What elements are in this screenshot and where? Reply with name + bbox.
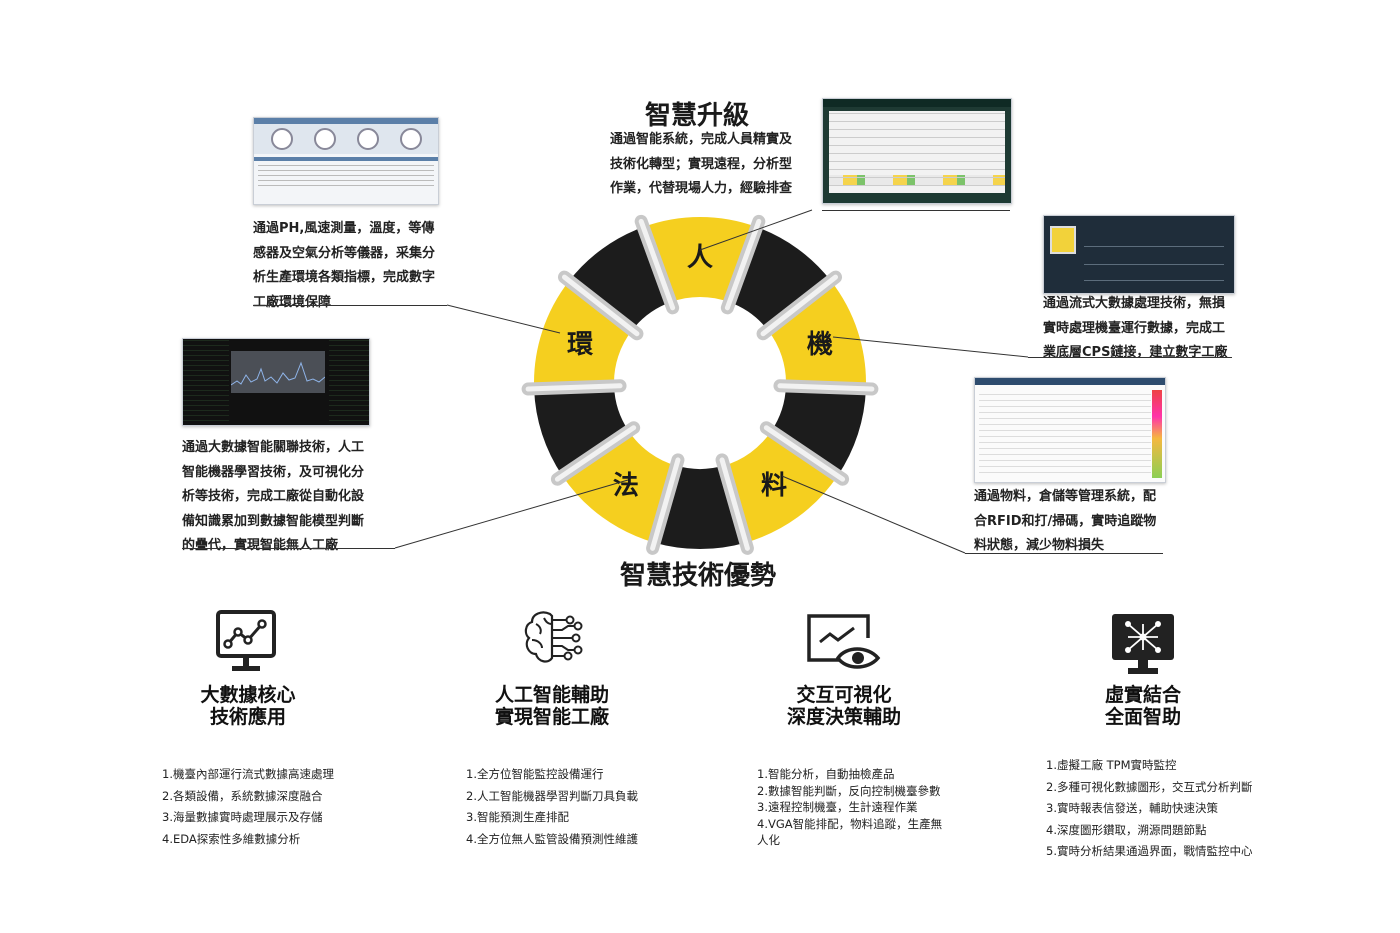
callout-fa-rule	[182, 548, 395, 549]
ring-label: 法	[613, 471, 639, 501]
callout-ji-rule	[1028, 357, 1232, 358]
ring-silver-highlight	[777, 383, 875, 392]
ring-label: 環	[567, 330, 594, 360]
callout-liao-rule	[965, 553, 1163, 554]
ring-label: 機	[807, 330, 833, 360]
ring-silver-highlight	[763, 425, 846, 482]
environment-dashboard-thumbnail	[253, 117, 439, 205]
ai-brain-icon	[524, 611, 583, 663]
chart-monitor-icon	[216, 610, 276, 671]
sparkline-icon	[230, 361, 326, 386]
ring-black-arc	[534, 386, 629, 476]
personnel-system-thumbnail	[822, 98, 1012, 204]
connector-ji	[832, 336, 1029, 358]
ring-silver-highlight	[638, 218, 676, 311]
ring-silver-highlight	[525, 383, 623, 392]
ring-black-arc	[771, 386, 866, 476]
ring-black-arc	[654, 465, 746, 549]
analytics-chart-thumbnail	[182, 338, 370, 426]
upgrade-title: 智慧升級	[645, 101, 750, 131]
callout-liao: 通過物料，倉儲等管理系統，配 合RFID和打/掃碼，實時追蹤物 料狀態，減少物料…	[974, 489, 1157, 553]
callout-huan: 通過PH,風速測量，溫度，等傳 感器及空氣分析等儀器，采集分 析生產環境各類指標…	[253, 221, 436, 310]
ring-label: 料	[761, 471, 787, 501]
ring-silver-highlight	[561, 274, 640, 337]
ring-silver-highlight	[719, 457, 750, 551]
machine-monitor-thumbnail	[1043, 215, 1235, 294]
feature-title-visual: 交互可視化深度決策輔助	[786, 684, 901, 728]
visual-eye-icon	[807, 614, 881, 669]
connector-fa	[394, 479, 629, 549]
connector-liao	[781, 475, 966, 554]
ring-silver-highlight	[554, 425, 637, 482]
ring-silver-highlight	[650, 457, 681, 551]
feature-title-ai: 人工智能輔助實現智能工廠	[494, 684, 609, 728]
material-table-thumbnail	[974, 377, 1166, 483]
connector-lines	[394, 209, 1029, 554]
advantage-title: 智慧技術優勢	[620, 561, 777, 591]
ring-yellow-segment	[643, 217, 757, 303]
callout-ji: 通過流式大數據處理技術，無損 實時處理機臺運行數據，完成工 業底層CPS鏈接，建…	[1043, 296, 1228, 360]
feature-title-bigdata: 大數據核心技術應用	[200, 684, 296, 728]
ring-black-arc	[729, 227, 831, 331]
callout-ren-rule	[822, 210, 1010, 211]
ring-silver-highlight	[724, 218, 762, 311]
callout-huan-rule	[253, 305, 447, 306]
ring-label: 人	[687, 243, 713, 273]
virtual-network-icon	[1112, 614, 1174, 674]
feature-title-virtual: 虛實結合全面智助	[1104, 684, 1181, 728]
connector-huan	[446, 304, 561, 334]
connector-ren	[699, 209, 813, 251]
ring-yellow-segment	[767, 280, 866, 389]
ring-silver-highlight	[760, 274, 839, 337]
callout-ren: 通過智能系統，完成人員精實及 技術化轉型；實現遠程，分析型 作業，代替現場人力，…	[610, 132, 793, 196]
ring-black-arc	[569, 227, 671, 331]
ring-yellow-segment	[534, 280, 633, 389]
callout-fa: 通過大數據智能關聯技術，人工 智能機器學習技術，及可視化分 析等技術，完成工廠從…	[182, 440, 365, 553]
